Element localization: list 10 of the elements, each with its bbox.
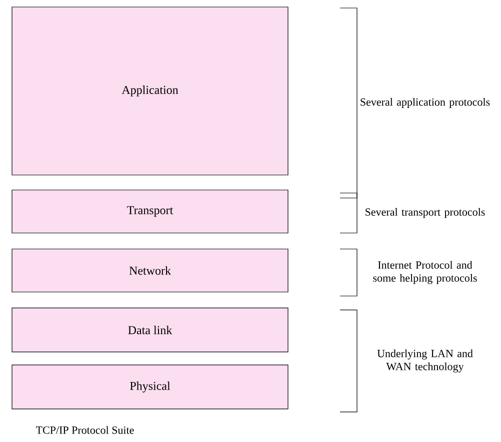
layer-description: Underlying LAN and WAN technology	[377, 350, 473, 372]
layer-box: Application	[12, 6, 288, 176]
layer-box: Data link	[12, 308, 288, 352]
layer-box: Network	[12, 248, 288, 292]
layer-description: Several transport protocols	[366, 208, 485, 218]
layer-box: Transport	[12, 190, 288, 234]
caption: TCP/IP Protocol Suite	[36, 426, 134, 434]
layer-description: Internet Protocol and some helping protocols	[373, 261, 477, 284]
layer-box: Physical	[12, 364, 288, 410]
layer-description: Several application protocols	[360, 98, 490, 108]
